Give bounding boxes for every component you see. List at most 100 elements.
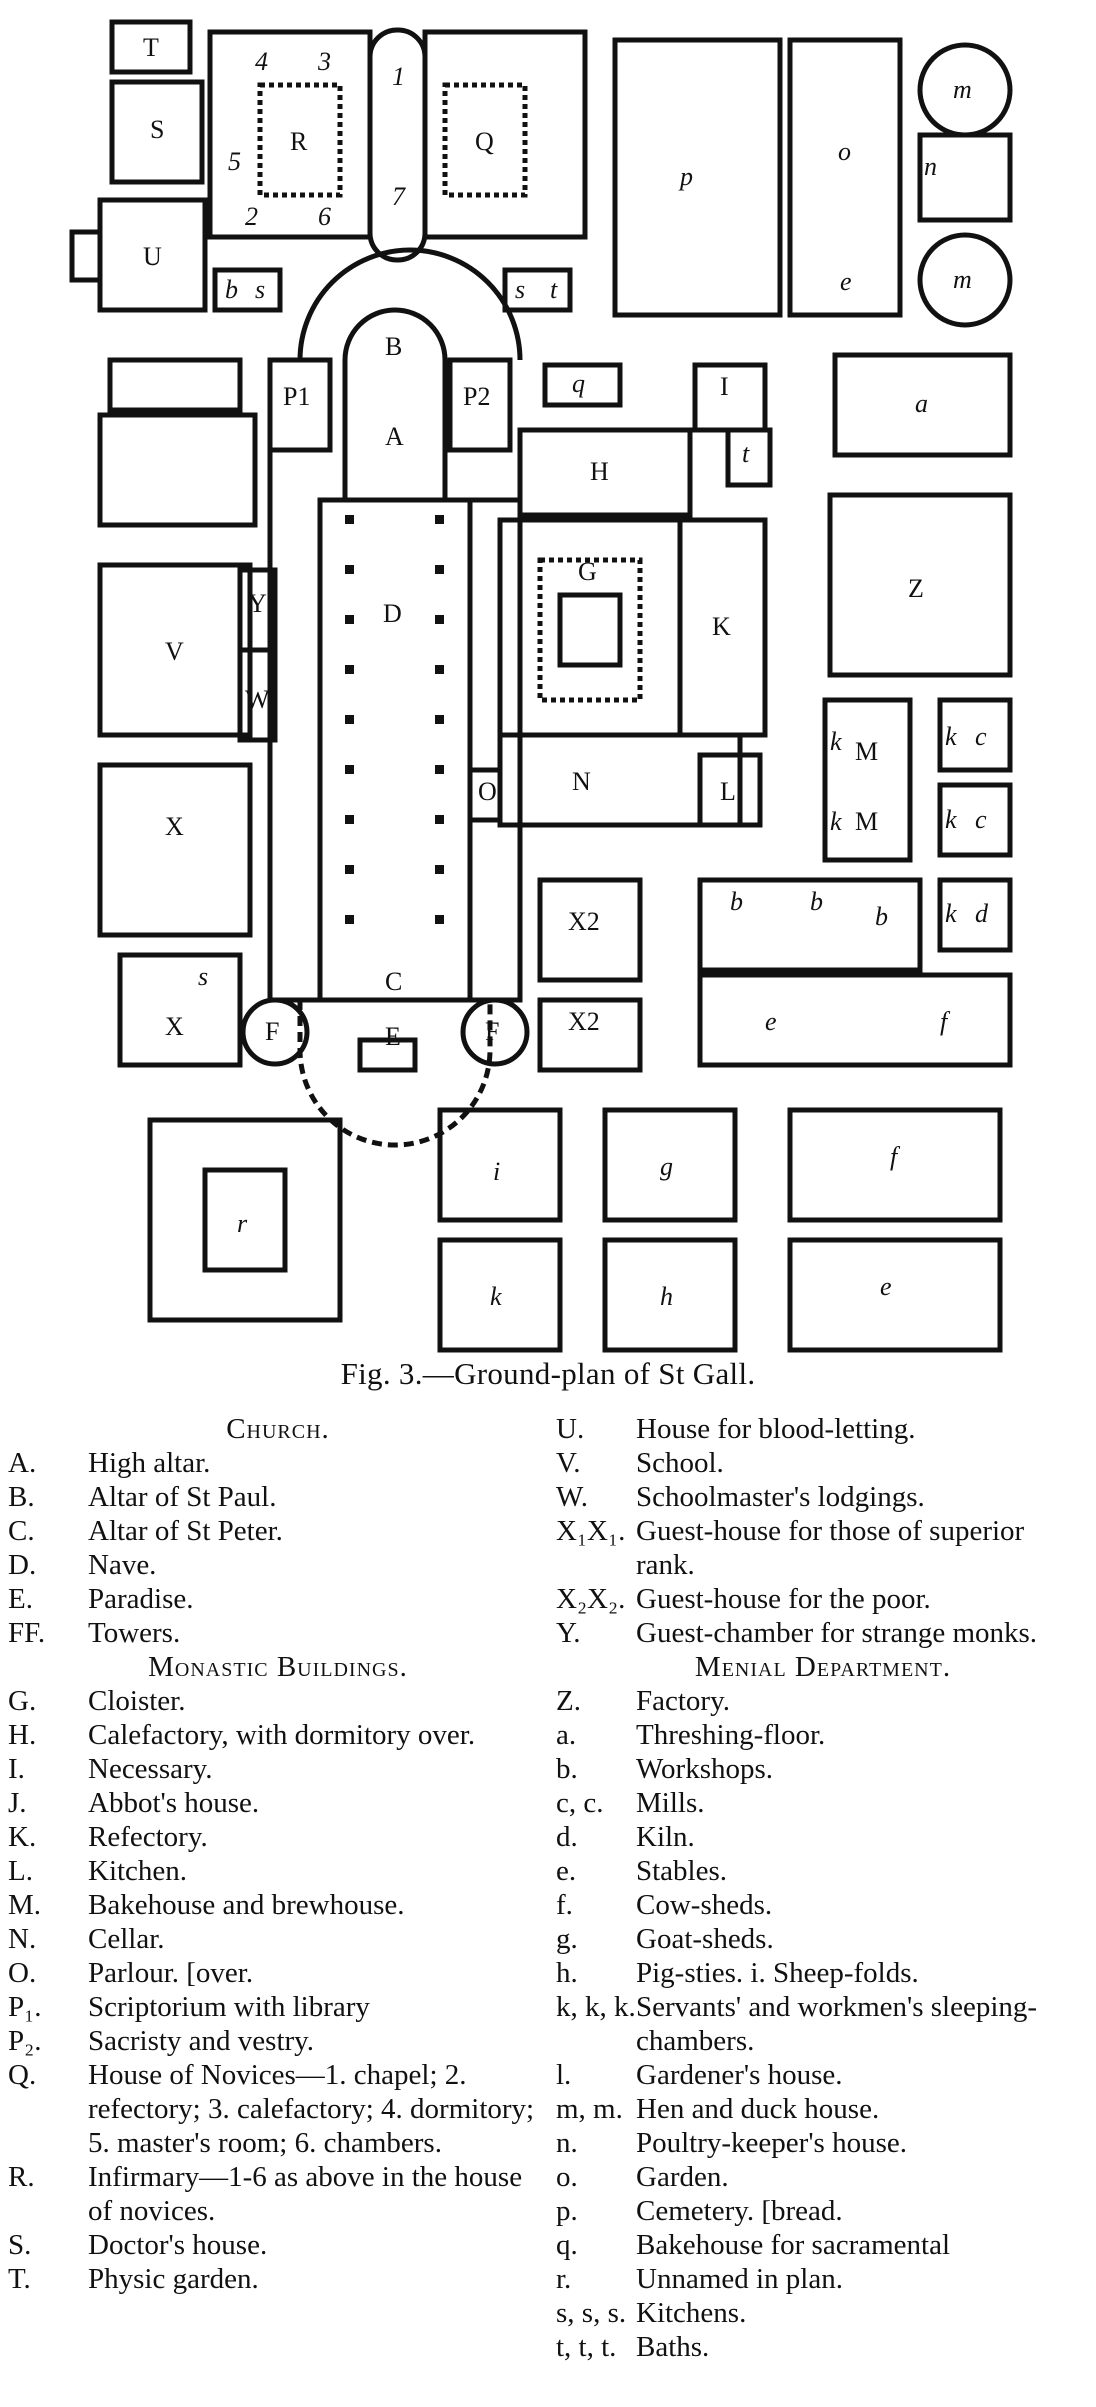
legend-description: Abbot's house.	[88, 1787, 260, 1819]
label-T: T	[143, 33, 159, 62]
legend-key: Q.	[8, 2059, 37, 2091]
label-a: a	[915, 389, 928, 418]
legend-entry: M. Bakehouse and brewhouse.	[8, 1888, 548, 1922]
legend-description: Threshing-floor.	[636, 1719, 826, 1751]
legend-key: T.	[8, 2263, 31, 2295]
legend-key: O.	[8, 1957, 37, 1989]
legend-key: X₁X₁.	[556, 1515, 626, 1547]
legend-entry: s, s, s.Kitchens.	[556, 2296, 1090, 2330]
legend-entry: B.Altar of St Paul.	[8, 1480, 548, 1514]
legend-description: Hen and duck house.	[636, 2093, 880, 2125]
legend-entry: E.Paradise.	[8, 1582, 548, 1616]
label-3: 3	[317, 47, 331, 76]
label-X-lower: X	[165, 1012, 184, 1041]
legend-description: Doctor's house.	[88, 2229, 268, 2261]
label-f-mid: f	[940, 1007, 951, 1036]
legend-key: r.	[556, 2263, 572, 2295]
legend-description: Scriptorium with library	[88, 1991, 370, 2023]
legend-description: Nave.	[88, 1549, 157, 1581]
legend-description: High altar.	[88, 1447, 211, 1479]
legend-entry: a. Threshing-floor.	[556, 1718, 1090, 1752]
physic-garden	[109, 19, 193, 75]
label-h: h	[660, 1282, 673, 1311]
label-F2: F	[485, 1017, 499, 1046]
label-A: A	[385, 422, 404, 451]
label-s-top-r: s	[515, 275, 525, 304]
label-b-top: b	[225, 275, 238, 304]
novices-chapel	[367, 27, 428, 263]
legend-description: Cellar.	[88, 1923, 165, 1955]
legend-entry: D.Nave.	[8, 1548, 548, 1582]
label-q: q	[572, 369, 585, 398]
legend-key: g.	[556, 1923, 578, 1955]
legend-entry: f.Cow-sheds.	[556, 1888, 1090, 1922]
label-S: S	[150, 115, 164, 144]
legend-entry: S.Doctor's house.	[8, 2228, 548, 2262]
label-V: V	[165, 637, 184, 666]
legend-key: C.	[8, 1515, 35, 1547]
label-2: 2	[245, 202, 258, 231]
legend-section-heading: Monastic Buildings.	[148, 1651, 408, 1683]
legend-description: Guest-chamber for strange monks.	[636, 1617, 1038, 1649]
factory	[827, 492, 1013, 678]
label-X-upper: X	[165, 812, 184, 841]
legend-entry: W.Schoolmaster's lodgings.	[556, 1480, 1090, 1514]
legend-key: q.	[556, 2229, 578, 2261]
legend-entry: H.Calefactory, with dormitory over.	[8, 1718, 548, 1752]
label-g: g	[660, 1152, 673, 1181]
legend-key: W.	[556, 1481, 588, 1513]
label-k-m2: k	[830, 807, 842, 836]
legend-key: c, c.	[556, 1787, 604, 1819]
legend-description: Poultry-keeper's house.	[636, 2127, 907, 2159]
legend-section-heading: Menial Department.	[694, 1651, 952, 1683]
label-i: i	[493, 1157, 500, 1186]
legend-entry: d.Kiln.	[556, 1820, 1090, 1854]
legend-key: N.	[8, 1923, 37, 1955]
legend-description: Factory.	[636, 1685, 730, 1717]
label-e-mid: e	[765, 1007, 777, 1036]
legend-entry: X₂X₂.Guest-house for the poor.	[556, 1582, 1090, 1616]
doctors-house	[109, 79, 205, 185]
label-4: 4	[255, 47, 268, 76]
legend-description: Guest-house for those of superior rank.	[636, 1515, 1025, 1581]
legend-key: A.	[8, 1447, 37, 1479]
label-P2: P2	[463, 382, 490, 411]
legend-entry: K.Refectory.	[8, 1820, 548, 1854]
label-R: R	[290, 127, 308, 156]
legend-description: Parlour. [over.	[88, 1957, 254, 1989]
legend-description: Goat-sheds.	[636, 1923, 774, 1955]
label-O: O	[478, 777, 497, 806]
legend-description: Bakehouse and brewhouse.	[88, 1889, 405, 1921]
legend-key: Z.	[556, 1685, 581, 1717]
label-M1: M	[855, 737, 878, 766]
label-b3: b	[875, 902, 888, 931]
label-G: G	[578, 557, 597, 586]
legend-entry: Q.House of Novices—1. chapel; 2. refecto…	[8, 2058, 548, 2160]
legend-description: Kitchens.	[636, 2297, 747, 2329]
legend-key: I.	[8, 1753, 25, 1785]
label-k-m1: k	[830, 727, 842, 756]
label-n: n	[924, 152, 937, 181]
legend-entry: r.Unnamed in plan.	[556, 2262, 1090, 2296]
cemetery	[612, 37, 783, 318]
legend-entry: P₁.Scriptorium with library	[8, 1990, 548, 2024]
legend-key: n.	[556, 2127, 578, 2159]
legend-description: Physic garden.	[88, 2263, 259, 2295]
legend-key: a.	[556, 1719, 577, 1751]
legend-key: M.	[8, 1889, 42, 1921]
legend-key: Y.	[556, 1617, 581, 1649]
label-D: D	[383, 599, 402, 628]
label-Y: Y	[248, 589, 267, 618]
legend-key: k, k, k.	[556, 1991, 636, 2023]
label-Q: Q	[475, 127, 494, 156]
label-M2: M	[855, 807, 878, 836]
legend-key: b.	[556, 1753, 578, 1785]
legend-entry: A. High altar.	[8, 1446, 548, 1480]
legend-entry: N. Cellar.	[8, 1922, 548, 1956]
label-d: d	[975, 899, 989, 928]
legend-entry: h.Pig-sties. i. Sheep-folds.	[556, 1956, 1090, 1990]
legend-section-heading: Church.	[226, 1413, 330, 1445]
legend-description: School.	[636, 1447, 724, 1479]
label-r: r	[237, 1209, 248, 1238]
novices-house	[422, 29, 588, 240]
